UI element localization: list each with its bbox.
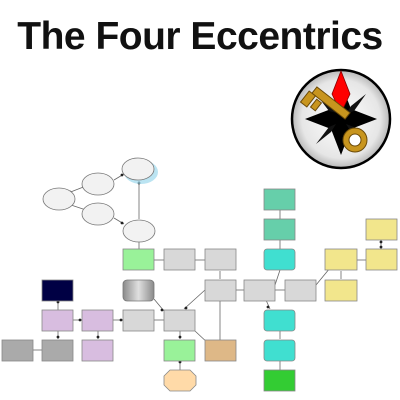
- page-title: The Four Eccentrics: [17, 15, 383, 58]
- box-node: [263, 218, 296, 241]
- box-node: [163, 339, 196, 362]
- box-node: [263, 339, 296, 362]
- box-node: [81, 309, 114, 332]
- box-node: [263, 369, 296, 392]
- box-node: [81, 339, 114, 362]
- octagon-node: [163, 369, 197, 392]
- compass-star-key-icon: [290, 68, 392, 170]
- ellipse-node: [81, 202, 115, 226]
- box-node: [324, 279, 358, 302]
- box-node: [122, 279, 155, 302]
- box-node: [163, 309, 196, 332]
- box-node: [163, 248, 196, 271]
- box-node: [263, 309, 296, 332]
- box-node: [41, 339, 74, 362]
- box-node: [284, 279, 317, 302]
- ellipse-node: [81, 172, 115, 196]
- box-node: [204, 339, 237, 362]
- connectors: [33, 173, 382, 370]
- box-node: [324, 248, 358, 271]
- box-node: [41, 309, 74, 332]
- box-node: [243, 279, 276, 302]
- ellipse-nodes: [42, 157, 158, 243]
- box-node: [122, 309, 155, 332]
- box-node: [365, 248, 398, 271]
- ellipse-node: [121, 157, 155, 181]
- box-node: [1, 339, 34, 362]
- box-node: [204, 248, 237, 271]
- box-node: [263, 248, 296, 271]
- box-node: [365, 218, 398, 241]
- ellipse-node: [42, 187, 76, 211]
- box-node: [41, 279, 74, 302]
- ellipse-node: [122, 219, 156, 243]
- box-nodes: [1, 188, 398, 392]
- box-node: [122, 248, 155, 271]
- box-node: [204, 279, 237, 302]
- box-node: [263, 188, 296, 211]
